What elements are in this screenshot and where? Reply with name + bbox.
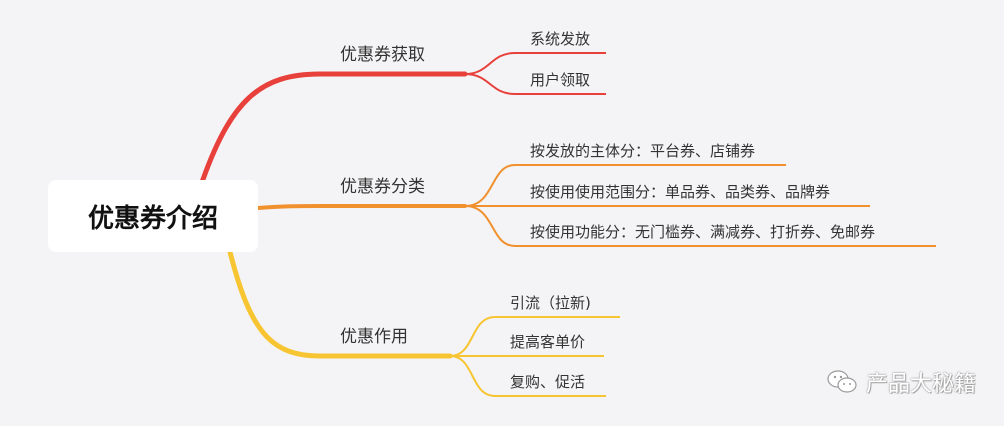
leaf-3-3[interactable]: 复购、促活 [510, 373, 586, 391]
connector-branch-3-child-3 [449, 355, 606, 397]
connector-branch-2-child-3 [464, 205, 936, 247]
connector-branch-1-child-1 [464, 52, 606, 75]
wechat-icon [826, 368, 858, 396]
root-topic[interactable]: 优惠券介绍 [48, 180, 258, 252]
leaf-2-3[interactable]: 按使用功能分：无门槛券、满减券、打折券、免邮券 [530, 223, 876, 241]
leaf-1-2[interactable]: 用户领取 [530, 71, 591, 89]
leaf-3-2[interactable]: 提高客单价 [510, 333, 586, 351]
watermark-text: 产品大秘籍 [865, 372, 976, 397]
leaf-3-1[interactable]: 引流（拉新) [510, 294, 591, 312]
connector-branch-2-child-1 [464, 164, 786, 207]
connector-branch-1-child-2 [464, 73, 606, 95]
branch-1-label[interactable]: 优惠券获取 [340, 45, 425, 65]
leaf-2-1[interactable]: 按发放的主体分：平台券、店铺券 [530, 142, 756, 160]
connector-root-branch-3 [227, 249, 453, 359]
connector-branch-3-child-1 [449, 316, 620, 357]
root-topic-label: 优惠券介绍 [87, 203, 218, 234]
connector-root-branch-1 [197, 71, 468, 191]
leaf-1-1[interactable]: 系统发放 [530, 30, 591, 48]
branch-3-label[interactable]: 优惠作用 [340, 327, 408, 347]
branch-2-label[interactable]: 优惠券分类 [340, 177, 425, 197]
connector-root-branch-2 [256, 204, 467, 210]
leaf-2-2[interactable]: 按使用使用范围分：单品券、品类券、品牌券 [530, 183, 831, 201]
watermark: 产品大秘籍 [826, 366, 976, 398]
